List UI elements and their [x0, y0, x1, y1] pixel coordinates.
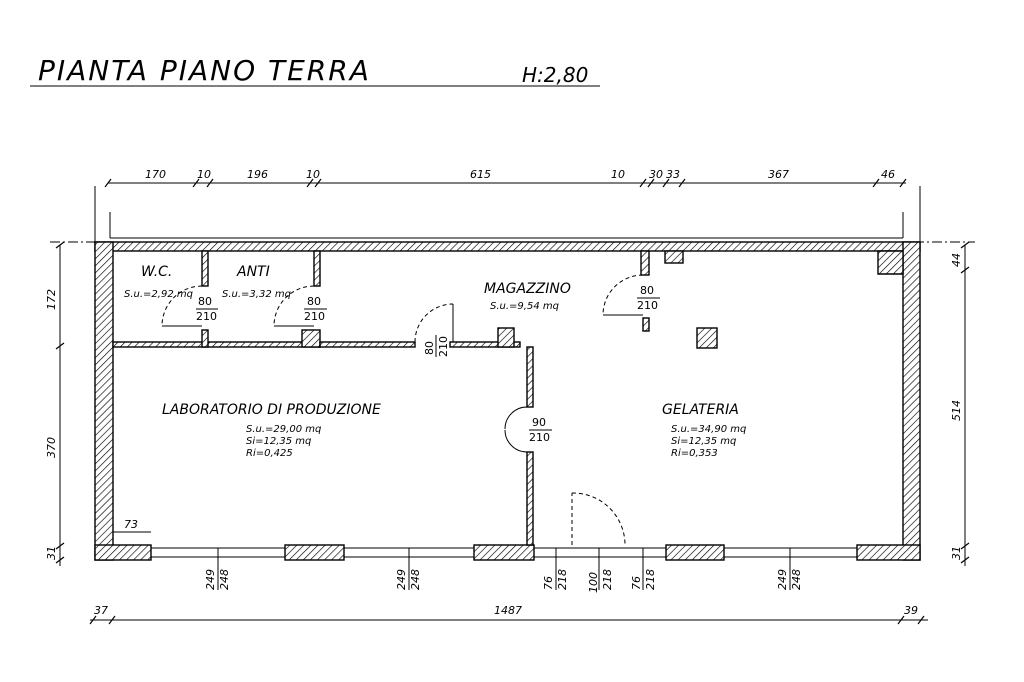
svg-text:249: 249: [395, 569, 408, 590]
window-dim-4: 100 218: [587, 548, 614, 593]
left-dimension-chain: [55, 241, 65, 566]
left-dim-2: 370: [45, 437, 58, 458]
room-laboratorio-name: LABORATORIO DI PRODUZIONE: [162, 402, 381, 418]
top-dim-5: 615: [470, 168, 491, 181]
top-dim-6: 10: [611, 168, 625, 181]
room-gelateria-name: GELATERIA: [662, 402, 739, 418]
room-laboratorio-ri: Ri=0,425: [246, 448, 293, 459]
window-dim-1: 249 248: [204, 548, 231, 590]
window-dim-2: 249 248: [395, 548, 422, 590]
room-anti-su: S.u.=3,32 mq: [222, 289, 291, 300]
svg-text:90: 90: [532, 416, 546, 429]
top-dim-10: 46: [881, 168, 895, 181]
svg-text:210: 210: [529, 431, 550, 444]
bottom-dim-3: 39: [904, 604, 918, 617]
door-label-magazzino: 80 210: [423, 335, 450, 357]
room-magazzino-name: MAGAZZINO: [484, 281, 571, 297]
plan-title: PIANTA PIANO TERRA: [38, 54, 371, 87]
svg-text:248: 248: [218, 569, 231, 590]
window-dim-6: 249 248: [776, 548, 803, 590]
left-dim-1: 172: [45, 289, 58, 310]
svg-text:210: 210: [637, 299, 658, 312]
top-dim-1: 170: [145, 168, 166, 181]
room-laboratorio-si: Si=12,35 mq: [246, 436, 311, 447]
svg-text:249: 249: [204, 569, 217, 590]
svg-text:218: 218: [556, 569, 569, 590]
door-label-anti: 80 210: [304, 295, 327, 323]
svg-text:80: 80: [423, 341, 436, 355]
room-wc-name: W.C.: [141, 264, 172, 280]
room-magazzino-su: S.u.=9,54 mq: [490, 301, 559, 312]
room-gelateria-su: S.u.=34,90 mq: [671, 424, 746, 435]
right-dim-1: 44: [950, 253, 963, 267]
room-wc-su: S.u.=2,92 mq: [124, 289, 193, 300]
door-label-lab: 90 210: [529, 416, 552, 444]
door-label-gelateria-back: 80 210: [637, 284, 660, 312]
window-dim-5: 76 218: [630, 548, 657, 590]
svg-text:210: 210: [196, 310, 217, 323]
door-swings: [161, 274, 644, 546]
svg-text:248: 248: [409, 569, 422, 590]
bottom-dimension-chain: [89, 615, 928, 625]
room-gelateria-si: Si=12,35 mq: [671, 436, 736, 447]
svg-text:249: 249: [776, 569, 789, 590]
svg-text:76: 76: [542, 576, 555, 590]
top-dim-9: 367: [768, 168, 789, 181]
door-label-wc: 80 210: [196, 295, 218, 323]
room-gelateria-ri: Ri=0,353: [671, 448, 718, 459]
svg-text:218: 218: [644, 569, 657, 590]
svg-text:248: 248: [790, 569, 803, 590]
svg-text:80: 80: [198, 295, 212, 308]
window-dim-3: 76 218: [542, 548, 569, 590]
top-dim-2: 10: [197, 168, 211, 181]
svg-text:76: 76: [630, 576, 643, 590]
svg-text:218: 218: [601, 569, 614, 590]
right-dim-3: 31: [950, 546, 963, 560]
top-dim-3: 196: [247, 168, 268, 181]
svg-text:100: 100: [587, 572, 600, 593]
svg-text:210: 210: [304, 310, 325, 323]
svg-text:80: 80: [307, 295, 321, 308]
right-dim-2: 514: [950, 400, 963, 421]
top-dimension-chain: [94, 178, 921, 245]
top-dim-7: 30: [649, 168, 663, 181]
walls: [94, 241, 921, 561]
bottom-dim-1: 37: [94, 604, 108, 617]
bottom-dim-2: 1487: [494, 604, 522, 617]
right-dimension-chain: [960, 241, 970, 566]
svg-text:80: 80: [640, 284, 654, 297]
top-dim-4: 10: [306, 168, 320, 181]
dim-73: 73: [124, 518, 138, 531]
left-dim-3: 31: [45, 546, 58, 560]
room-laboratorio-su: S.u.=29,00 mq: [246, 424, 321, 435]
height-label: H:2,80: [522, 63, 588, 87]
top-dim-8: 33: [666, 168, 680, 181]
svg-text:210: 210: [437, 336, 450, 357]
room-anti-name: ANTI: [236, 264, 270, 280]
